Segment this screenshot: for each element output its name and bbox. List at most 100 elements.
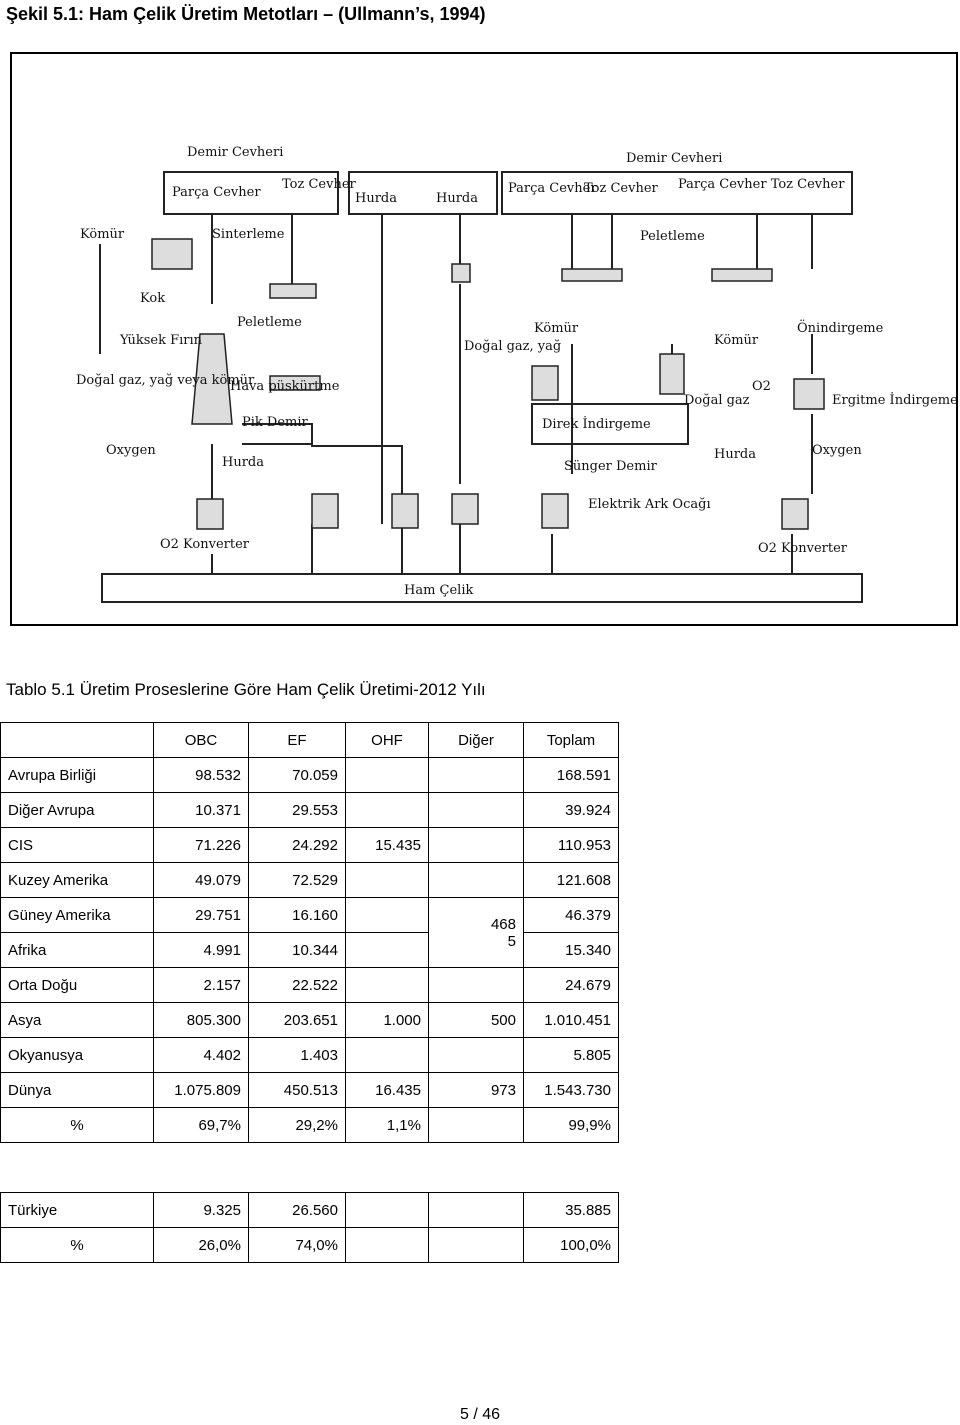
label-o2-right: O2 xyxy=(752,379,771,394)
cell-ohf xyxy=(345,932,429,968)
row-name: Diğer Avrupa xyxy=(0,792,154,828)
cell-ohf xyxy=(345,967,429,1003)
production-table: OBC EF OHF Diğer Toplam Avrupa Birliği 9… xyxy=(0,722,619,1143)
cell-diger xyxy=(428,862,524,898)
cell-toplam: 24.679 xyxy=(523,967,619,1003)
table-row: Diğer Avrupa 10.371 29.553 39.924 xyxy=(0,792,619,828)
cell-diger xyxy=(428,827,524,863)
label-sunger-demir: Sünger Demir xyxy=(564,459,658,474)
col-header-obc: OBC xyxy=(153,722,249,758)
label-yuksek-firin: Yüksek Fırın xyxy=(119,333,203,348)
label-parca-toz-right: Parça Cevher Toz Cevher xyxy=(678,177,845,192)
cell-ohf xyxy=(345,897,429,933)
cell-ef: 16.160 xyxy=(248,897,346,933)
raw-steel-bar xyxy=(101,573,863,603)
label-demir-cevheri-right: Demir Cevheri xyxy=(626,151,722,166)
row-name: Okyanusya xyxy=(0,1037,154,1073)
percent-ef: 29,2% xyxy=(248,1107,346,1143)
row-name: Asya xyxy=(0,1002,154,1038)
label-hava-puskurtme: Hava püskürtme xyxy=(230,379,340,394)
cell-diger: 973 xyxy=(428,1072,524,1108)
cell-ef: 22.522 xyxy=(248,967,346,1003)
label-peletleme-left: Peletleme xyxy=(237,315,302,330)
cell-toplam: 121.608 xyxy=(523,862,619,898)
label-parca-cevher-left: Parça Cevher xyxy=(172,185,261,200)
percent-label: % xyxy=(0,1107,154,1143)
label-elektrik-ark: Elektrik Ark Ocağı xyxy=(588,497,711,512)
table-row: Avrupa Birliği 98.532 70.059 168.591 xyxy=(0,757,619,793)
cell-obc: 29.751 xyxy=(153,897,249,933)
label-hurda-right: Hurda xyxy=(714,447,756,462)
cell-ef: 72.529 xyxy=(248,862,346,898)
cell-ohf: 15.435 xyxy=(345,827,429,863)
cell-obc: 49.079 xyxy=(153,862,249,898)
label-hurda-mid2: Hurda xyxy=(436,191,478,206)
row-name: Güney Amerika xyxy=(0,897,154,933)
row-name: Avrupa Birliği xyxy=(0,757,154,793)
blast-furnace xyxy=(191,333,233,425)
label-onindirgeme: Önindirgeme xyxy=(797,319,884,336)
row-name: Afrika xyxy=(0,932,154,968)
label-kok: Kok xyxy=(140,291,165,306)
sinter-unit xyxy=(151,238,193,270)
cell-toplam: 1.010.451 xyxy=(523,1002,619,1038)
cell-obc: 10.371 xyxy=(153,792,249,828)
percent-row: % 26,0% 74,0% 100,0% xyxy=(0,1227,619,1263)
label-dogal-gaz-left: Doğal gaz, yağ veya kömür xyxy=(76,373,255,388)
scrap-box xyxy=(348,171,498,215)
turkiye-table: Türkiye 9.325 26.560 35.885 % 26,0% 74,0… xyxy=(0,1192,619,1263)
percent-toplam: 99,9% xyxy=(523,1107,619,1143)
col-header-diger: Diğer xyxy=(428,722,524,758)
label-komur-right: Kömür xyxy=(714,333,759,348)
cell-obc: 9.325 xyxy=(153,1192,249,1228)
cell-ef: 203.651 xyxy=(248,1002,346,1038)
percent-obc: 69,7% xyxy=(153,1107,249,1143)
label-o2-konverter-right: O2 Konverter xyxy=(758,541,848,556)
cell-obc: 2.157 xyxy=(153,967,249,1003)
label-ham-celik: Ham Çelik xyxy=(404,583,474,598)
cell-diger xyxy=(428,967,524,1003)
row-name: Dünya xyxy=(0,1072,154,1108)
label-hurda-mid1: Hurda xyxy=(355,191,397,206)
label-ergitme: Ergitme İndirgemesi xyxy=(832,391,958,408)
percent-toplam: 100,0% xyxy=(523,1227,619,1263)
cell-obc: 71.226 xyxy=(153,827,249,863)
cell-ef: 24.292 xyxy=(248,827,346,863)
label-peletleme-right: Peletleme xyxy=(640,229,705,244)
label-dogal-gaz-right: Doğal gaz xyxy=(684,393,750,408)
ore-box-right xyxy=(501,171,853,215)
label-komur-left: Kömür xyxy=(80,227,125,242)
cell-diger xyxy=(428,757,524,793)
col-header-toplam: Toplam xyxy=(523,722,619,758)
label-o2-konverter-left: O2 Konverter xyxy=(160,537,250,552)
row-name: Türkiye xyxy=(0,1192,154,1228)
cell-toplam: 5.805 xyxy=(523,1037,619,1073)
label-pik-demir: Pik Demir xyxy=(242,415,309,430)
cell-toplam: 1.543.730 xyxy=(523,1072,619,1108)
cell-obc: 4.991 xyxy=(153,932,249,968)
label-demir-cevheri-left: Demir Cevheri xyxy=(187,145,283,160)
cell-ohf xyxy=(345,757,429,793)
label-hurda-left: Hurda xyxy=(222,455,264,470)
table-row: Okyanusya 4.402 1.403 5.805 xyxy=(0,1037,619,1073)
cell-ef: 450.513 xyxy=(248,1072,346,1108)
cell-toplam: 39.924 xyxy=(523,792,619,828)
cell-toplam: 35.885 xyxy=(523,1192,619,1228)
process-diagram: Demir Cevheri Parça Cevher Toz Cevher Kö… xyxy=(10,52,958,626)
percent-label: % xyxy=(0,1227,154,1263)
label-toz-cevher-left: Toz Cevher xyxy=(282,177,357,192)
cell-diger xyxy=(428,792,524,828)
cell-toplam: 46.379 xyxy=(523,897,619,933)
cell-ohf xyxy=(345,862,429,898)
cell-toplam: 110.953 xyxy=(523,827,619,863)
page-number: 5 / 46 xyxy=(460,1406,501,1423)
cell-obc: 98.532 xyxy=(153,757,249,793)
label-oxygen-left: Oxygen xyxy=(106,443,156,458)
percent-ohf: 1,1% xyxy=(345,1107,429,1143)
cell-toplam: 15.340 xyxy=(523,932,619,968)
label-parca-cevher-mid: Parça Cevher xyxy=(508,181,597,196)
cell-ef: 26.560 xyxy=(248,1192,346,1228)
label-direk-indirgeme: Direk İndirgeme xyxy=(542,415,651,432)
diger-value-2: 5 xyxy=(507,932,516,950)
